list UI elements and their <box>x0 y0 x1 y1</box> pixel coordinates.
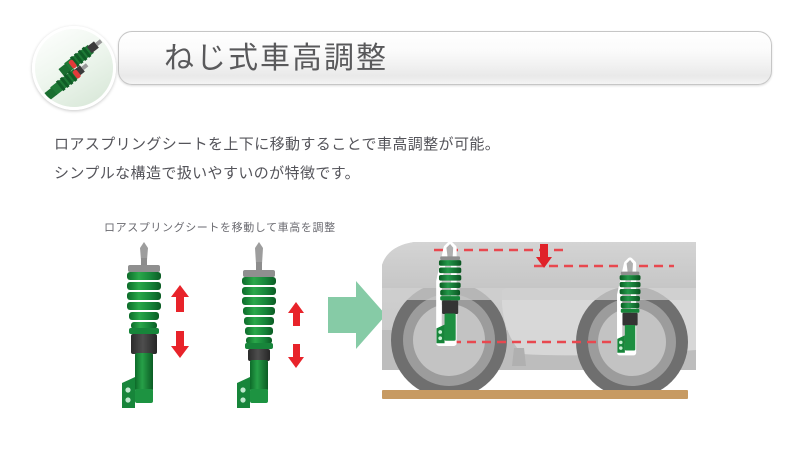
figure-area: ロアスプリングシートを移動して車高を調整 <box>0 205 800 430</box>
page-header: ねじ式車高調整 <box>0 0 800 122</box>
height-adjust-arrow-lowered <box>288 302 304 368</box>
coilover-comparison <box>100 240 340 410</box>
lead-line-2: シンプルな構造で扱いやすいのが特徴です。 <box>54 164 361 182</box>
coilover-raised <box>122 242 161 408</box>
coilover-rear <box>617 257 641 356</box>
green-right-arrow <box>326 275 392 355</box>
badge-red-marks <box>68 59 81 79</box>
height-adjust-arrow-raised <box>171 285 189 358</box>
height-drop-arrow <box>536 244 552 268</box>
coilover-front <box>436 241 462 346</box>
lead-line-1: ロアスプリングシートを上下に移動することで車高調整が可能。 <box>54 135 501 153</box>
lead-text: ロアスプリングシートを上下に移動することで車高調整が可能。 シンプルな構造で扱い… <box>54 134 674 192</box>
header-bar <box>118 31 772 85</box>
coilover-lowered <box>237 242 276 408</box>
coilover-pair-icon <box>32 26 116 110</box>
car-side-view <box>374 230 704 415</box>
badge-art <box>35 29 113 107</box>
page-title: ねじ式車高調整 <box>164 41 388 76</box>
ground-line <box>382 390 688 399</box>
figure-caption: ロアスプリングシートを移動して車高を調整 <box>104 221 336 234</box>
